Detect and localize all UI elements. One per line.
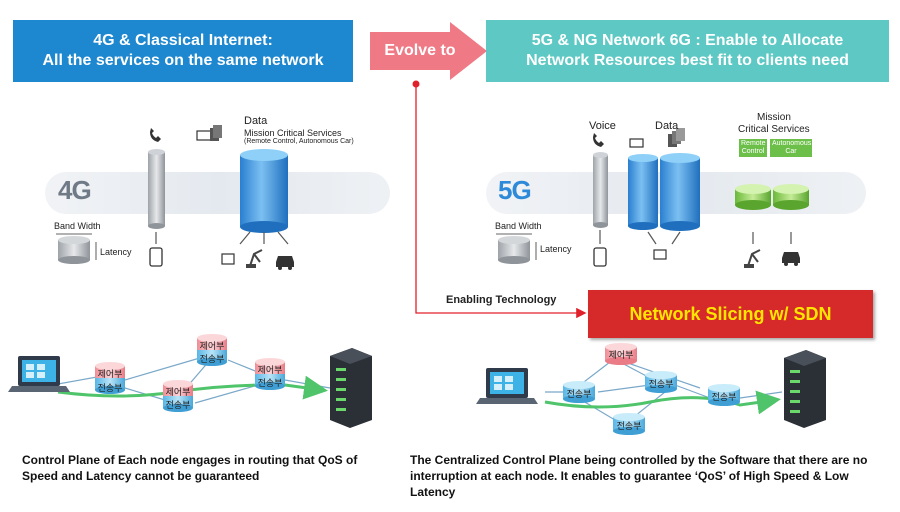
- left-banner-line2: All the services on the same network: [42, 52, 324, 69]
- latency-label-5g: Latency: [540, 244, 572, 254]
- voice-cylinder-4g: [148, 149, 165, 229]
- mission-label-5g-2: Critical Services: [738, 124, 810, 135]
- bandwidth-cylinder-4g: [56, 233, 97, 264]
- tag-auto-line2: Car: [785, 148, 797, 155]
- data-label-4g: Data: [244, 115, 268, 127]
- band-4g: [45, 172, 390, 214]
- left-banner: 4G & Classical Internet: All the service…: [13, 20, 353, 82]
- right-banner-line1: 5G & NG Network 6G : Enable to Allocate: [531, 32, 844, 49]
- node-left-2: [197, 334, 227, 366]
- car-icon-5g: [782, 252, 800, 266]
- right-description: The Centralized Control Plane being cont…: [410, 453, 868, 499]
- car-icon: [276, 256, 294, 270]
- node-label-transfer: 전송부: [566, 389, 592, 399]
- latency-label-4g: Latency: [100, 247, 132, 257]
- laptop-small-icon-5g: [653, 249, 667, 260]
- bandwidth-label-4g: Band Width: [54, 221, 101, 231]
- node-label-control: 제어부: [257, 365, 283, 375]
- network-right: [476, 343, 826, 435]
- left-description: Control Plane of Each node engages in ro…: [22, 453, 358, 483]
- device-arrows-5g: [599, 230, 792, 245]
- transfer-node-right-1: [563, 381, 595, 403]
- transfer-node-right-3: [708, 384, 740, 406]
- robot-arm-icon: [221, 249, 263, 268]
- transfer-node-right-4: [613, 413, 645, 435]
- node-label-transfer: 전송부: [257, 378, 283, 388]
- enabling-technology-label: Enabling Technology: [446, 294, 557, 306]
- bandwidth-label-5g: Band Width: [495, 221, 542, 231]
- tag-auto-line1: Autonomous: [772, 140, 812, 147]
- tag-autonomous-car: Autonomous Car: [770, 139, 812, 157]
- node-left-4: [255, 358, 285, 390]
- node-label-transfer: 전송부: [199, 354, 225, 364]
- node-label-control: 제어부: [608, 350, 634, 360]
- tag-remote-line1: Remote: [741, 140, 766, 147]
- enabling-connector: [412, 80, 587, 319]
- voice-label-5g: Voice: [589, 120, 616, 132]
- smartphone-icon: [149, 247, 163, 267]
- data-label-5g: Data: [655, 120, 679, 132]
- node-label-control: 제어부: [199, 341, 225, 351]
- evolve-label: Evolve to: [384, 42, 456, 59]
- smartphone-icon-5g: [593, 247, 607, 267]
- network-left: [8, 334, 372, 428]
- robot-arm-icon-5g: [744, 249, 761, 268]
- mission-label-5g-1: Mission: [757, 112, 791, 123]
- node-label-transfer: 전송부: [165, 400, 191, 410]
- mission-label-4g: Mission Critical Services: [244, 128, 342, 138]
- network-slicing-label: Network Slicing w/ SDN: [629, 303, 832, 324]
- data-cylinder-4g: [240, 149, 288, 233]
- control-node-right: [605, 343, 637, 365]
- evolve-arrow: Evolve to: [370, 22, 487, 80]
- node-left-3: [163, 380, 193, 412]
- laptop-icon: [8, 356, 70, 392]
- node-label-transfer: 전송부: [648, 379, 674, 389]
- server-rack-icon: [330, 348, 372, 428]
- phone-call-icon-5g: [593, 133, 604, 147]
- label-5g: 5G: [498, 175, 532, 205]
- server-rack-icon-right: [784, 350, 826, 428]
- left-banner-line1: 4G & Classical Internet:: [93, 32, 273, 49]
- node-label-control: 제어부: [165, 387, 191, 397]
- tag-remote-line2: Control: [741, 148, 765, 155]
- right-banner-line2: Network Resources best fit to clients ne…: [526, 52, 849, 69]
- node-left-1: [95, 362, 125, 394]
- voice-cylinder-5g: [593, 152, 608, 228]
- phone-call-icon: [150, 128, 161, 142]
- network-slicing-box: Network Slicing w/ SDN: [588, 290, 873, 338]
- mission-sub-4g: (Remote Control, Autonomous Car): [244, 138, 354, 145]
- node-label-control: 제어부: [97, 369, 123, 379]
- tag-remote-control: Remote Control: [739, 139, 767, 157]
- mission-cylinder-5g-b: [773, 184, 809, 210]
- data-cylinder-5g-a: [628, 154, 658, 230]
- data-device-icon-5g: [629, 128, 685, 148]
- node-label-transfer: 전송부: [711, 392, 737, 402]
- arrow-right-icon: [370, 22, 487, 80]
- mission-cylinder-5g-a: [735, 184, 771, 210]
- node-label-transfer: 전송부: [97, 383, 123, 393]
- data-device-icon: [196, 125, 222, 141]
- data-cylinder-5g-b: [660, 153, 700, 231]
- node-label-transfer: 전송부: [616, 421, 642, 431]
- right-banner: 5G & NG Network 6G : Enable to Allocate …: [486, 20, 889, 82]
- label-4g: 4G: [58, 175, 92, 205]
- transfer-node-right-2: [645, 371, 677, 393]
- device-arrows-4g: [155, 231, 289, 245]
- laptop-icon-right: [476, 368, 538, 404]
- bandwidth-cylinder-5g: [496, 233, 537, 264]
